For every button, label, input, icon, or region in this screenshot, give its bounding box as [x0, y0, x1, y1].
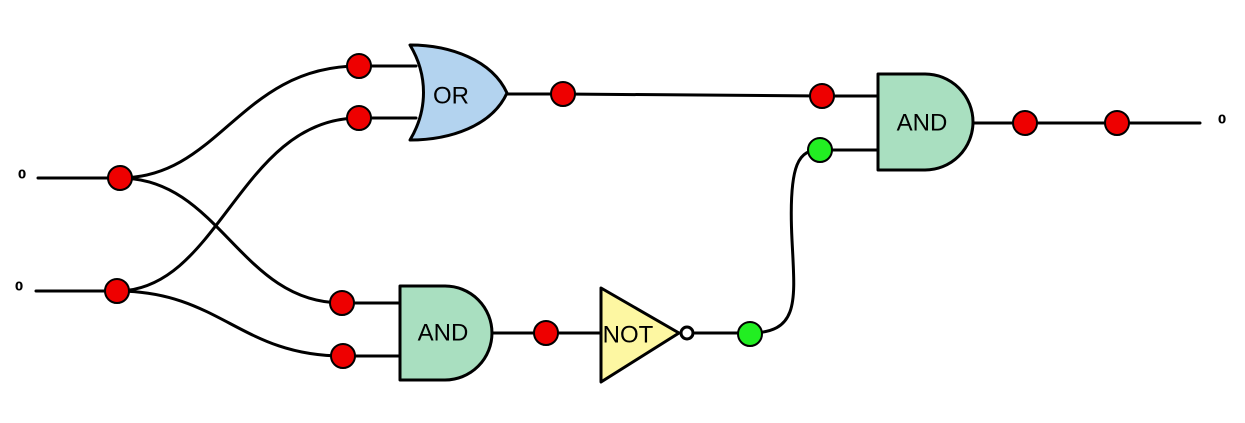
and-gate-right-input-2-node[interactable]	[807, 137, 833, 163]
and-gate-lower-input-1-node[interactable]	[329, 290, 355, 316]
not-gate-body	[599, 286, 681, 384]
or-gate-input-1-node[interactable]	[346, 53, 372, 79]
or-gate-body	[408, 43, 509, 142]
or-gate-label: OR	[433, 82, 469, 109]
not-gate-output-node[interactable]	[737, 321, 763, 347]
wire-not-to-and2	[693, 148, 882, 335]
and-gate-lower-input-2-node[interactable]	[330, 343, 356, 369]
or-gate-output-node[interactable]	[550, 81, 576, 107]
and-gate-right: AND	[876, 72, 975, 172]
output-node[interactable]	[1104, 110, 1130, 136]
nodes	[104, 53, 1130, 369]
wire-a-to-and	[118, 176, 402, 305]
wire-or-to-and2	[503, 92, 882, 98]
and-gate-lower-body	[398, 284, 494, 382]
not-gate-bubble	[679, 325, 695, 341]
input-b-value: 0	[15, 280, 23, 294]
wires	[34, 64, 1202, 358]
and-gate-right-body	[876, 72, 975, 172]
or-gate: OR	[408, 43, 509, 142]
wire-a-to-or	[118, 64, 418, 180]
wire-b-to-or	[115, 116, 418, 293]
input-a-value: 0	[18, 168, 26, 182]
or-gate-input-2-node[interactable]	[346, 105, 372, 131]
not-gate-label: NOT	[603, 321, 654, 348]
wire-b-to-and	[115, 289, 402, 358]
not-gate: NOT	[599, 286, 695, 384]
and-gate-right-label: AND	[897, 109, 948, 136]
input-b-node[interactable]	[104, 278, 130, 304]
and-gate-lower-label: AND	[418, 319, 469, 346]
and-gate-right-input-1-node[interactable]	[809, 83, 835, 109]
output-value: 0	[1218, 113, 1226, 127]
input-a-node[interactable]	[107, 165, 133, 191]
and-gate-right-output-node[interactable]	[1012, 110, 1038, 136]
and-gate-lower: AND	[398, 284, 494, 382]
and-gate-lower-output-node[interactable]	[533, 320, 559, 346]
